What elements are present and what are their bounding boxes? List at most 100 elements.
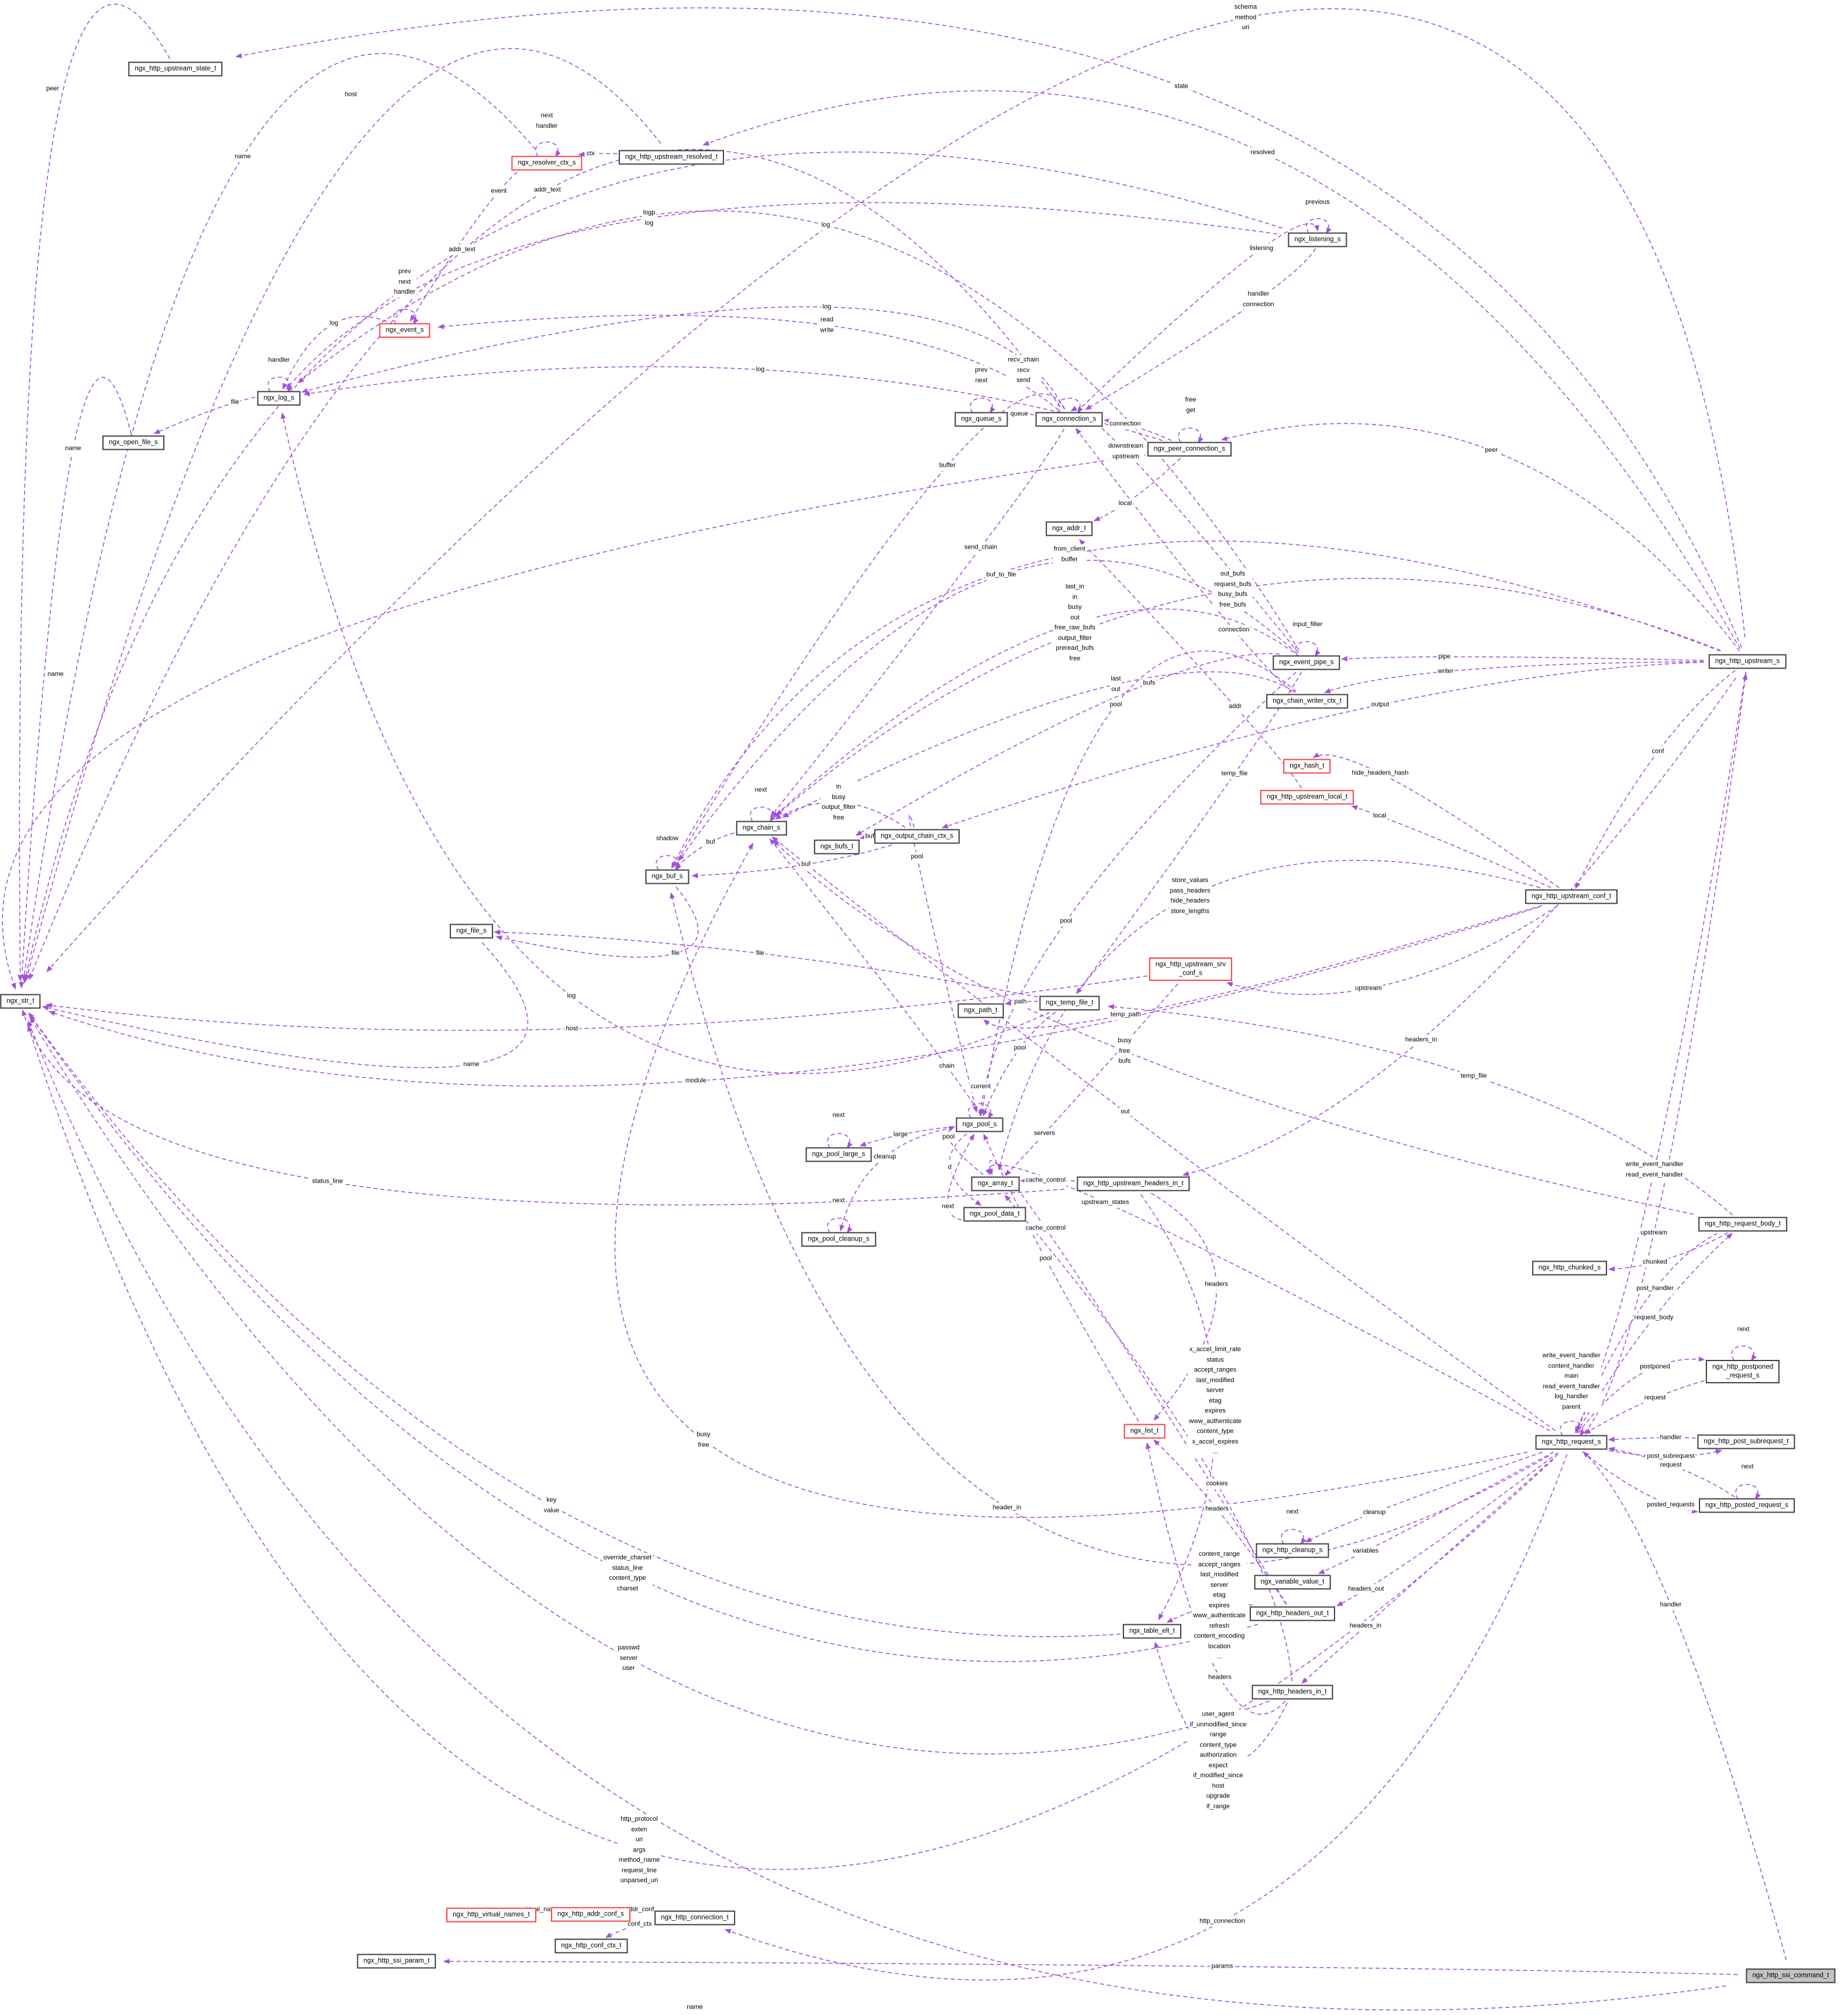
node-virtual-names[interactable]: ngx_http_virtual_names_t: [446, 1907, 536, 1923]
node-list[interactable]: ngx_list_t: [1123, 1424, 1166, 1439]
node-log[interactable]: ngx_log_s: [257, 391, 301, 406]
node-table-elt[interactable]: ngx_table_elt_t: [1122, 1624, 1182, 1639]
edge-label: event: [489, 186, 508, 197]
edge-connection-listening: [1081, 223, 1319, 408]
node-upstream-srv-conf[interactable]: ngx_http_upstream_srv _conf_s: [1149, 957, 1233, 981]
node-ssi-param[interactable]: ngx_http_ssi_param_t: [357, 1954, 436, 1969]
edge-label: handler: [1659, 1600, 1683, 1610]
self-edge-listening: [1306, 218, 1332, 234]
edge-label: from_client buffer: [1053, 544, 1087, 565]
node-http-cleanup[interactable]: ngx_http_cleanup_s: [1256, 1543, 1329, 1558]
node-variable-value[interactable]: ngx_variable_value_t: [1254, 1575, 1331, 1590]
edge-label: write_event_handler read_event_handler: [1624, 1159, 1685, 1180]
edge-ssi_command-str: [27, 1020, 1726, 2011]
edge-event_pipe-bufs: [855, 653, 1280, 836]
edge-label: key value: [542, 1495, 561, 1516]
node-headers-out[interactable]: ngx_http_headers_out_t: [1249, 1606, 1336, 1621]
edge-postponed_request-http_request: [1584, 1380, 1705, 1434]
node-pool-large[interactable]: ngx_pool_large_s: [805, 1147, 872, 1162]
edge-ssi_command-http_request: [1582, 1451, 1787, 1961]
node-peer-connection[interactable]: ngx_peer_connection_s: [1147, 442, 1232, 457]
edge-label: path: [1013, 997, 1028, 1007]
node-conf-ctx[interactable]: ngx_http_conf_ctx_t: [554, 1938, 628, 1954]
edge-upstream_headers_in-str: [22, 1009, 1064, 1205]
node-http-connection[interactable]: ngx_http_connection_t: [654, 1910, 735, 1926]
edge-file-str: [42, 942, 529, 1069]
node-addr-conf[interactable]: ngx_http_addr_conf_s: [551, 1907, 630, 1922]
node-postponed-request[interactable]: ngx_http_postponed _request_s: [1705, 1360, 1780, 1383]
edge-label: connection: [1217, 625, 1251, 635]
node-temp-file[interactable]: ngx_temp_file_t: [1039, 996, 1100, 1011]
self-edge-posted_request: [1735, 1484, 1761, 1500]
node-pool-cleanup[interactable]: ngx_pool_cleanup_s: [801, 1232, 876, 1247]
node-http-request[interactable]: ngx_http_request_s: [1535, 1435, 1608, 1450]
node-event-pipe[interactable]: ngx_event_pipe_s: [1273, 655, 1340, 670]
node-posted-request[interactable]: ngx_http_posted_request_s: [1699, 1498, 1795, 1513]
edge-upstream_state-str: [18, 4, 171, 981]
edge-label: in busy output_filter free: [820, 782, 857, 823]
edge-label: headers_in: [1348, 1621, 1383, 1631]
self-edge-label: recv_chain recv send: [1006, 354, 1040, 386]
node-headers-in[interactable]: ngx_http_headers_in_t: [1251, 1685, 1333, 1700]
node-addr[interactable]: ngx_addr_t: [1046, 521, 1092, 536]
node-connection[interactable]: ngx_connection_s: [1035, 412, 1103, 427]
edge-http_request-post_subrequest: [1609, 1449, 1722, 1457]
edge-event_pipe-temp_file: [1076, 671, 1302, 994]
edge-label: local: [1371, 811, 1388, 821]
edge-label: large: [892, 1129, 909, 1140]
node-file[interactable]: ngx_file_s: [450, 924, 493, 939]
edge-upstream_resolved-str: [25, 48, 661, 981]
edge-label: busy free bufs: [1116, 1035, 1133, 1067]
edge-temp_file-log: [281, 412, 1050, 1074]
self-edge-label: next: [1740, 1462, 1755, 1472]
edge-label: log: [754, 364, 766, 375]
self-edge-label: next: [831, 1110, 846, 1121]
edge-http_upstream-upstream_conf: [1575, 670, 1736, 889]
node-open-file[interactable]: ngx_open_file_s: [102, 435, 164, 450]
node-http-upstream[interactable]: ngx_http_upstream_s: [1708, 654, 1787, 669]
edge-label: file: [229, 397, 241, 408]
node-upstream-state[interactable]: ngx_http_upstream_state_t: [128, 61, 223, 77]
edge-label: pool: [1038, 1253, 1053, 1264]
edge-label: override_charset status_line content_typ…: [602, 1553, 653, 1594]
node-output-chain-ctx[interactable]: ngx_output_chain_ctx_s: [874, 829, 960, 844]
edge-label: upstream: [1639, 1228, 1668, 1238]
edge-label: connection: [1108, 419, 1142, 429]
edge-label: file: [754, 948, 766, 959]
edge-connection-buf: [673, 393, 1066, 868]
node-event[interactable]: ngx_event_s: [379, 323, 430, 338]
node-listening[interactable]: ngx_listening_s: [1288, 232, 1347, 247]
node-array[interactable]: ngx_array_t: [971, 1176, 1020, 1191]
node-str[interactable]: ngx_str_t: [0, 994, 41, 1009]
edge-upstream_conf-upstream_srv_conf: [1226, 905, 1557, 995]
node-upstream-conf[interactable]: ngx_http_upstream_conf_t: [1525, 889, 1618, 904]
edge-chain_writer_ctx-connection: [1075, 428, 1292, 693]
node-upstream-local[interactable]: ngx_http_upstream_local_t: [1260, 790, 1354, 805]
edge-table_elt-str: [28, 1012, 1120, 1637]
node-resolver-ctx[interactable]: ngx_resolver_ctx_s: [511, 156, 582, 171]
node-path[interactable]: ngx_path_t: [957, 1003, 1004, 1018]
edge-label: addr_text: [447, 244, 477, 255]
node-chain-writer-ctx[interactable]: ngx_chain_writer_ctx_t: [1266, 694, 1348, 709]
node-upstream-headers-in[interactable]: ngx_http_upstream_headers_in_t: [1077, 1176, 1190, 1191]
edge-label: name: [46, 669, 65, 680]
edge-label: status_line: [311, 1176, 344, 1187]
edge-label: logp log: [642, 208, 657, 229]
node-pool-data[interactable]: ngx_pool_data_t: [963, 1207, 1026, 1222]
node-post-subrequest[interactable]: ngx_http_post_subrequest_t: [1697, 1434, 1795, 1449]
node-pool[interactable]: ngx_pool_s: [956, 1117, 1004, 1132]
self-edge-label: input_filter: [1291, 619, 1324, 630]
node-hash[interactable]: ngx_hash_t: [1283, 759, 1331, 774]
node-request-body[interactable]: ngx_http_request_body_t: [1698, 1217, 1787, 1232]
edge-label: host: [343, 89, 358, 100]
node-queue[interactable]: ngx_queue_s: [954, 412, 1008, 427]
node-ssi-command[interactable]: ngx_http_ssi_command_t: [1746, 1968, 1836, 1983]
node-chunked[interactable]: ngx_http_chunked_s: [1532, 1260, 1608, 1276]
edge-listening-connection: [1085, 248, 1316, 410]
edge-ssi_command-ssi_param: [443, 1958, 1738, 1975]
node-upstream-resolved[interactable]: ngx_http_upstream_resolved_t: [619, 150, 724, 165]
node-chain[interactable]: ngx_chain_s: [736, 821, 787, 836]
node-buf[interactable]: ngx_buf_s: [645, 869, 689, 884]
self-edge-http_request: [1560, 1421, 1585, 1437]
node-bufs[interactable]: ngx_bufs_t: [813, 839, 860, 855]
